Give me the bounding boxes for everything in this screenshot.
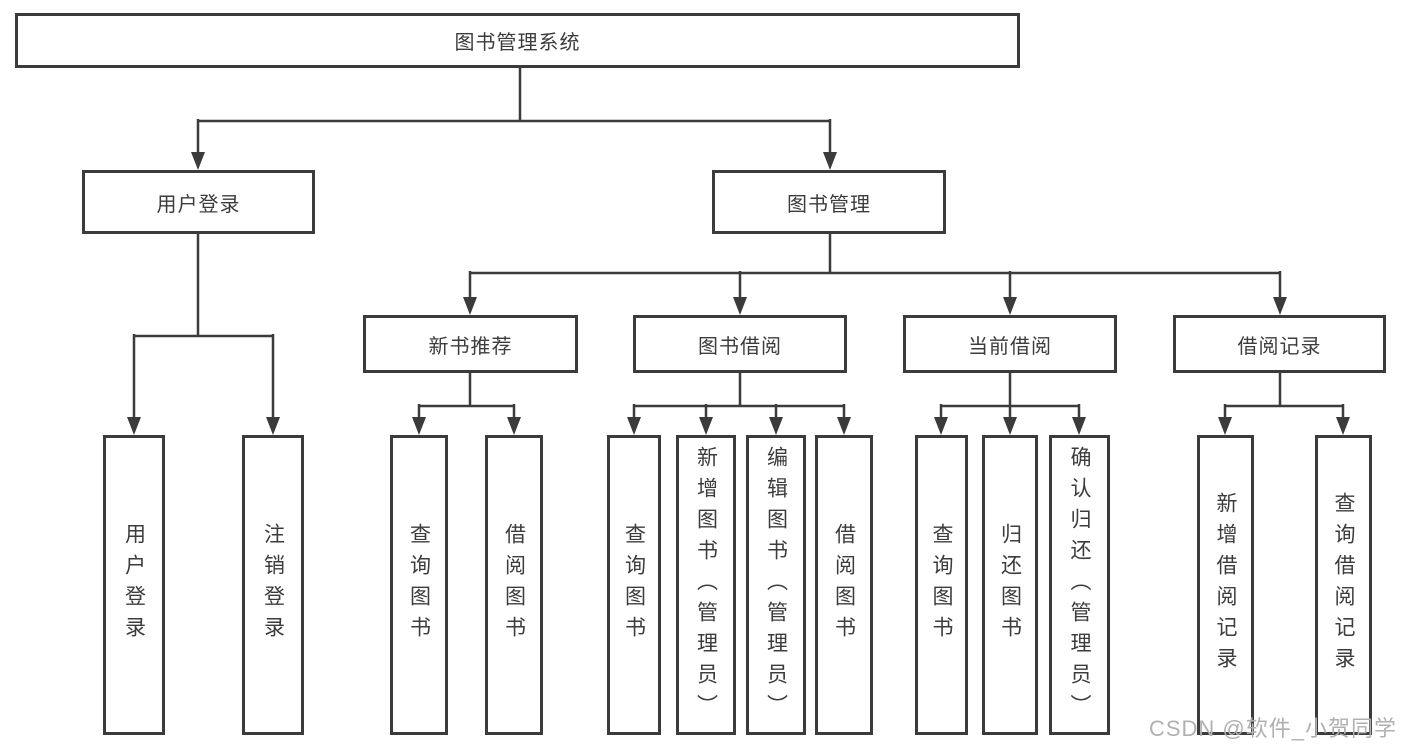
- node-label: 归还图书: [998, 523, 1022, 647]
- node-leaf-confirm-return-admin: 确认归还（管理员）: [1049, 435, 1110, 735]
- node-leaf-add-books-admin: 新增图书（管理员）: [676, 435, 736, 735]
- node-leaf-query-books-borrowing: 查询图书: [607, 435, 661, 735]
- connector-current-to-leaves: [939, 373, 1081, 419]
- connector-userlogin-to-leaves: [132, 233, 275, 419]
- connector-root-to-branches: [196, 68, 832, 154]
- node-label: 查询借阅记录: [1332, 492, 1355, 678]
- node-label: 借阅图书: [832, 523, 856, 647]
- connector-records-to-leaves: [1223, 373, 1345, 419]
- node-leaf-query-books-recommend: 查询图书: [390, 435, 448, 735]
- connector-newbook-to-leaves: [417, 373, 516, 419]
- node-leaf-user-login: 用户登录: [103, 435, 165, 735]
- node-leaf-add-borrow-record: 新增借阅记录: [1197, 435, 1254, 735]
- node-label: 注销登录: [261, 523, 285, 647]
- node-label: 编辑图书（管理员）: [764, 445, 788, 725]
- node-label: 新增借阅记录: [1214, 492, 1237, 678]
- node-book-borrowing: 图书借阅: [633, 315, 847, 373]
- connector-borrowing-to-leaves: [632, 373, 846, 419]
- node-leaf-return-books: 归还图书: [982, 435, 1038, 735]
- node-label: 查询图书: [622, 523, 646, 647]
- node-current-borrowing: 当前借阅: [903, 315, 1117, 373]
- node-borrowing-records: 借阅记录: [1173, 315, 1386, 373]
- node-leaf-borrow-books-recommend: 借阅图书: [485, 435, 543, 735]
- node-label: 查询图书: [407, 523, 431, 647]
- node-new-book-recommendation: 新书推荐: [363, 315, 578, 373]
- node-book-management: 图书管理: [712, 170, 946, 234]
- node-label: 查询图书: [930, 523, 953, 647]
- node-label: 确认归还（管理员）: [1068, 445, 1091, 725]
- watermark-text: CSDN @软件_小贺同学: [1148, 716, 1397, 741]
- node-label: 借阅图书: [502, 523, 526, 647]
- node-leaf-query-books-current: 查询图书: [915, 435, 968, 735]
- node-leaf-query-borrow-record: 查询借阅记录: [1315, 435, 1372, 735]
- node-label: 新增图书（管理员）: [694, 445, 718, 725]
- node-leaf-logout-login: 注销登录: [242, 435, 304, 735]
- node-library-system: 图书管理系统: [15, 13, 1020, 68]
- node-user-login: 用户登录: [82, 170, 315, 234]
- arrowheads: [127, 152, 1350, 435]
- node-leaf-borrow-books-borrowing: 借阅图书: [815, 435, 873, 735]
- node-leaf-edit-books-admin: 编辑图书（管理员）: [746, 435, 806, 735]
- connector-bookmgmt-to-modules: [468, 233, 1282, 299]
- node-label: 用户登录: [122, 523, 146, 647]
